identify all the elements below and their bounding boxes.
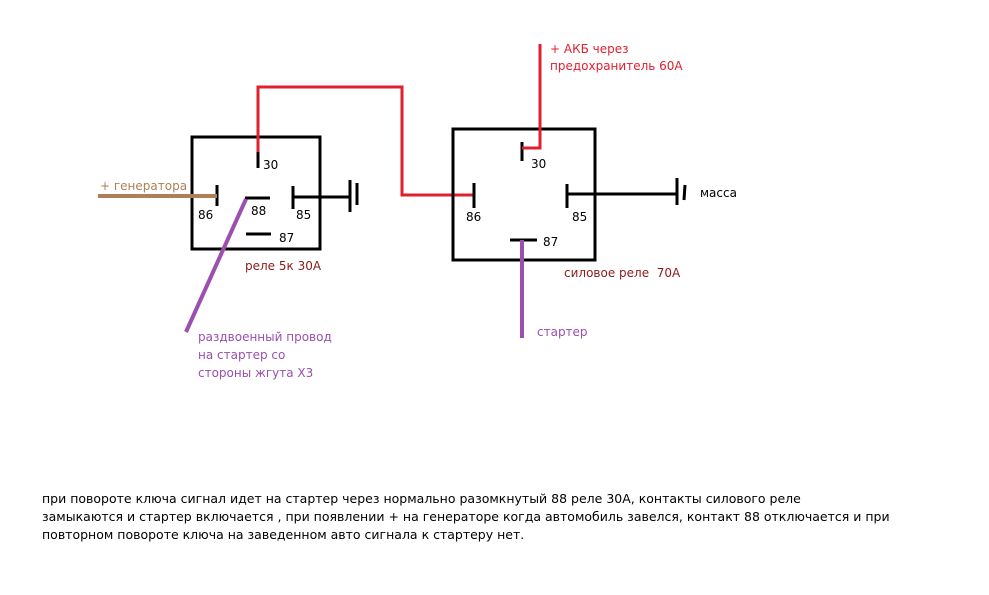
- pin-30-label: 30: [531, 157, 546, 171]
- split-wire-label-1: раздвоенный провод: [198, 330, 332, 344]
- control-wire-red: [256, 85, 474, 197]
- pin-85-label: 85: [296, 208, 311, 222]
- pin-86-label: 86: [466, 210, 481, 224]
- ground-icon-bar: [682, 184, 687, 201]
- relay-power: 30 86 85 87 силовое реле 70А масса: [451, 127, 737, 280]
- description-line: при повороте ключа сигнал идет на старте…: [42, 491, 801, 506]
- pin-87-label: 87: [279, 231, 294, 245]
- description-line: повторном повороте ключа на заведенном а…: [42, 527, 525, 542]
- split-wire-purple: [184, 198, 248, 333]
- pin-30-label: 30: [263, 158, 278, 172]
- description-text: при повороте ключа сигнал идет на старте…: [42, 490, 890, 544]
- relay-small: 30 86 88 85 87 реле 5к 30А: [190, 135, 359, 273]
- generator-label: + генератора: [100, 179, 187, 193]
- split-wire-label-3: стороны жгута Х3: [198, 366, 313, 380]
- relay-small-body: [190, 135, 322, 251]
- pin-87-label: 87: [543, 235, 558, 249]
- battery-label-2: предохранитель 60А: [550, 59, 683, 73]
- description-line: замыкаются и стартер включается , при по…: [42, 509, 890, 524]
- split-wire-label-2: на стартер со: [198, 348, 285, 362]
- relay-power-title: силовое реле 70А: [564, 266, 681, 280]
- ground-label: масса: [700, 186, 737, 200]
- starter-label: стартер: [537, 325, 588, 339]
- pin-86-label: 86: [198, 208, 213, 222]
- battery-wire-red: [522, 44, 542, 150]
- pin-88-label: 88: [251, 204, 266, 218]
- battery-label-1: + АКБ через: [550, 42, 629, 56]
- pin-85-label: 85: [572, 210, 587, 224]
- relay-small-title: реле 5к 30А: [245, 259, 322, 273]
